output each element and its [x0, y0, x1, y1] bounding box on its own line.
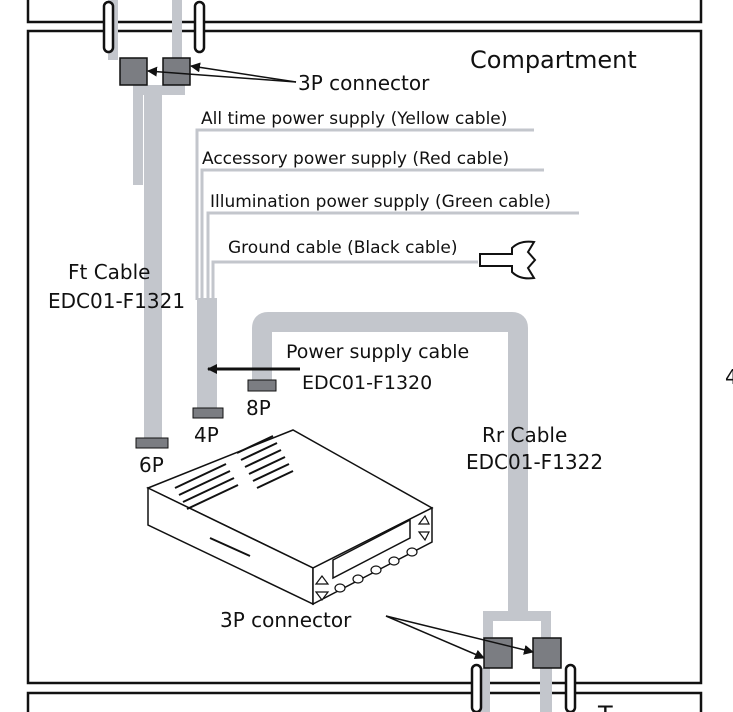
illumination-power-label: Illumination power supply (Green cable) — [210, 192, 551, 212]
bottom-connector-arrows — [385, 615, 534, 660]
rr-cable-name: Rr Cable — [482, 423, 567, 447]
pin-label-4p: 4P — [194, 423, 219, 447]
power-supply-cable-part: EDC01-F1320 — [302, 372, 432, 394]
wrench-icon — [479, 240, 537, 280]
all-time-power-label: All time power supply (Yellow cable) — [201, 109, 507, 129]
cable-clamps — [102, 0, 577, 712]
ft-cable-part: EDC01-F1321 — [48, 289, 185, 313]
compartment-title: Compartment — [470, 46, 637, 74]
top-3p-connectors — [119, 57, 191, 86]
connector-8p — [247, 379, 277, 392]
top-connector-label: 3P connector — [298, 71, 430, 95]
power-supply-harness — [195, 128, 579, 408]
ft-cable-name: Ft Cable — [68, 260, 150, 284]
top-section-frame — [26, 0, 703, 24]
bottom-section-title: T — [597, 701, 613, 712]
ground-cable-label: Ground cable (Black cable) — [228, 238, 457, 258]
pin-label-6p: 6P — [139, 453, 164, 477]
bottom-section-frame — [26, 691, 703, 712]
pin-label-8p: 8P — [246, 396, 271, 420]
edge-mark: 4 — [725, 365, 733, 389]
rr-cable-harness — [252, 312, 552, 712]
bottom-connector-label: 3P connector — [220, 608, 352, 632]
control-unit-device — [146, 429, 434, 606]
top-connector-arrows — [147, 62, 297, 83]
accessory-power-label: Accessory power supply (Red cable) — [202, 149, 509, 169]
connector-6p — [135, 437, 169, 449]
rr-cable-part: EDC01-F1322 — [466, 450, 603, 474]
power-supply-cable-name: Power supply cable — [286, 341, 469, 363]
compartment-frame — [26, 29, 703, 685]
connector-4p — [192, 407, 224, 419]
